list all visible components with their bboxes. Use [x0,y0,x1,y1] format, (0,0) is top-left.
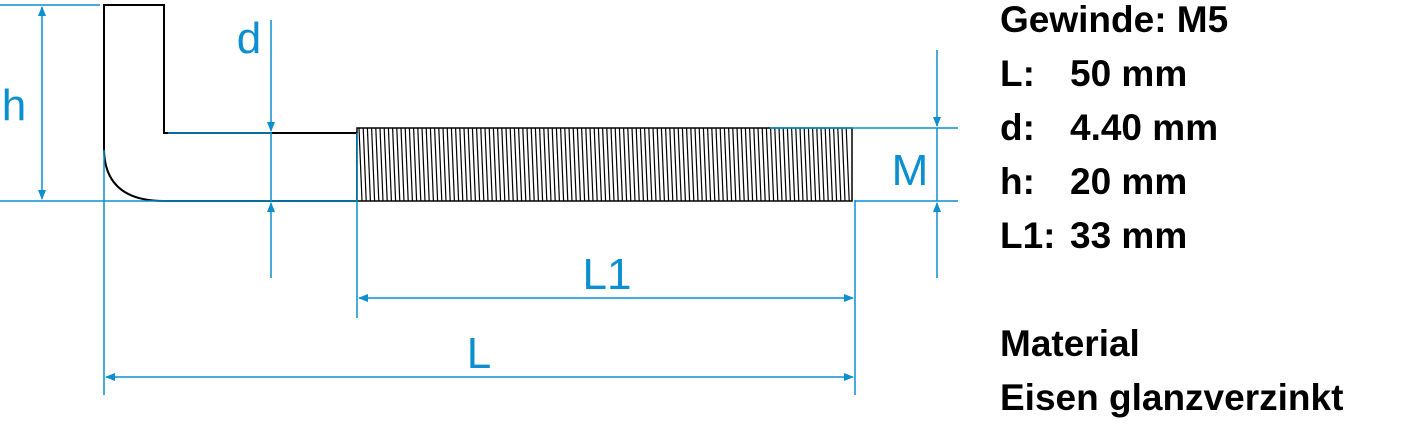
material-value: Eisen glanzverzinkt [1000,377,1344,418]
label-l: L [467,329,491,378]
spec-value: 33 mm [1070,215,1188,256]
dimension-lines [0,4,958,395]
spec-row-diameter: d: 4.40 mm [1000,106,1218,150]
spec-value: 20 mm [1070,161,1188,202]
spec-key: d: [1000,107,1035,148]
label-h: h [2,81,26,130]
spec-key: h: [1000,161,1035,202]
spec-row-length: L: 50 mm [1000,52,1187,96]
label-m: M [892,146,929,195]
spec-thread: Gewinde: M5 [1000,0,1229,40]
label-d: d [237,14,261,63]
spec-key: L: [1000,53,1035,94]
spec-row-thread-length: L1: 33 mm [1000,214,1187,258]
bolt-thread [356,127,853,202]
spec-row-height: h: 20 mm [1000,160,1187,204]
spec-value: 4.40 mm [1070,107,1219,148]
material-heading: Material [1000,323,1140,364]
spec-key: L1: [1000,215,1056,256]
label-l1: L1 [583,250,632,299]
bolt-body [103,4,358,202]
spec-value: 50 mm [1070,53,1188,94]
